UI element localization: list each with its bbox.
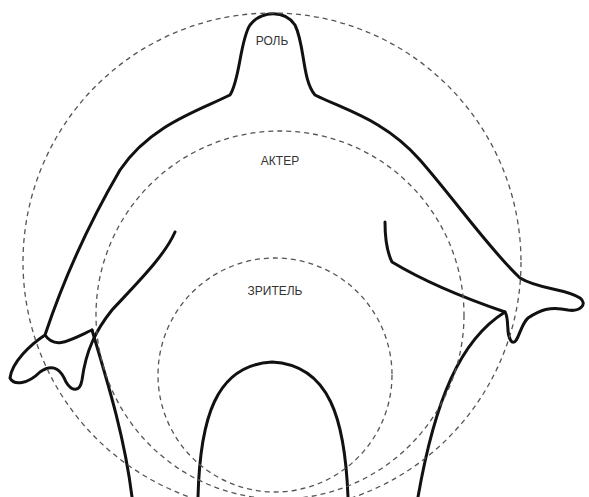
torso-outline bbox=[92, 330, 132, 497]
circle-outline bbox=[95, 130, 465, 497]
torso-arch bbox=[198, 362, 348, 497]
circle-label: РОЛЬ bbox=[254, 34, 291, 48]
circle-label-row: ЗРИТЕЛЬ bbox=[157, 284, 393, 298]
dashed-circle: ЗРИТЕЛЬ bbox=[157, 257, 393, 493]
circle-label: АКТЕР bbox=[259, 154, 301, 168]
body-outline bbox=[10, 14, 583, 390]
dashed-circle: АКТЕР ЗРИТЕЛЬ bbox=[95, 130, 465, 497]
circle-outline bbox=[22, 12, 522, 497]
dashed-circle-line bbox=[158, 258, 392, 492]
circle-label: ЗРИТЕЛЬ bbox=[246, 284, 305, 298]
dashed-circle-line bbox=[23, 13, 521, 497]
circle-label-row: АКТЕР bbox=[95, 154, 465, 168]
torso-outline bbox=[418, 312, 505, 497]
dashed-circle: РОЛЬ АКТЕР ЗРИТЕЛЬ bbox=[22, 12, 522, 497]
circle-label-row: РОЛЬ bbox=[22, 34, 522, 48]
dashed-circle-line bbox=[96, 131, 464, 497]
